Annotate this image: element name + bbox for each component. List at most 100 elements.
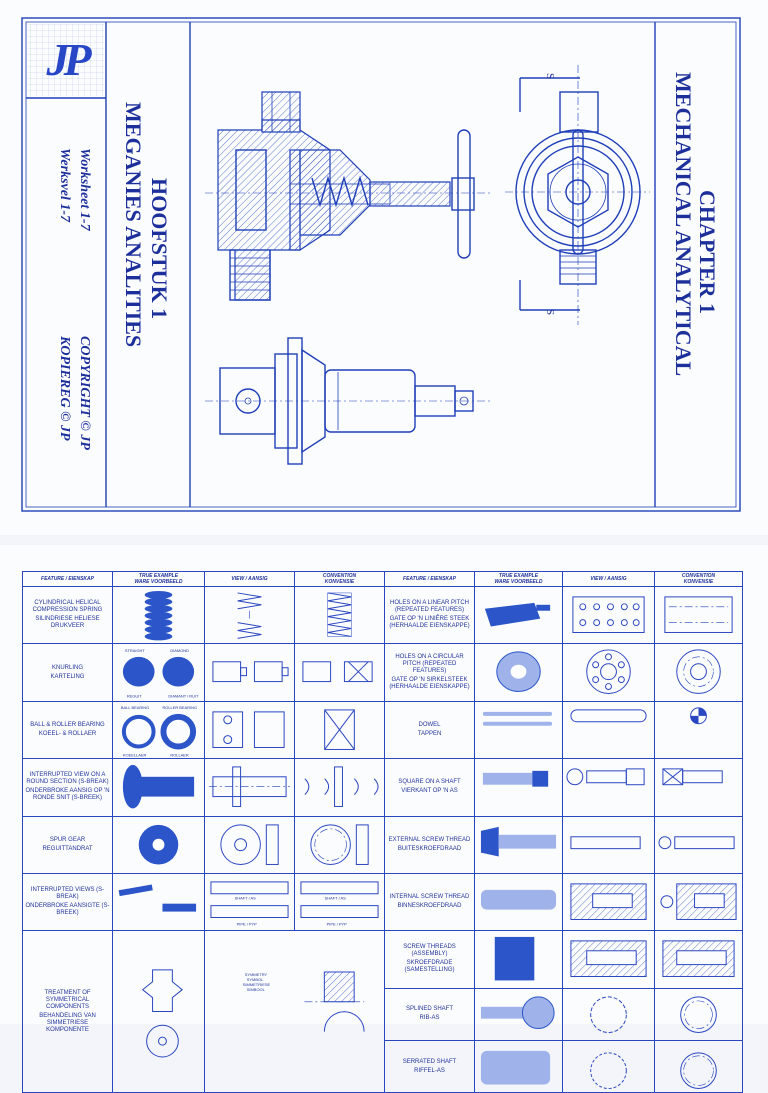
header-view: VIEW / AANSIG [204,571,295,587]
svg-text:ROLLER BEARING: ROLLER BEARING [162,705,197,710]
svg-text:SHAFT / AS: SHAFT / AS [235,896,257,901]
sbreak-view [204,758,295,817]
knurl-view [204,643,295,702]
knurl-example: STRAIGHT DIAMOND REGUIT DIAMANT / RUIT [112,643,205,702]
jp-logo: JP [46,34,91,85]
feature-cell: HOLES ON A LINEAR PITCH (REPEATED FEATUR… [384,585,475,645]
cover-page: JP S S CHAPTER 1 MECHANICAL ANALYTICAL H… [0,0,768,535]
circular-holes-example [474,643,563,702]
svg-text:DIAMANT / RUIT: DIAMANT / RUIT [168,694,199,699]
linear-holes-view [562,585,655,645]
knurl-convention [294,643,385,702]
valve-end-view [505,65,650,325]
svg-text:PIPE / PYP: PIPE / PYP [237,921,258,926]
thread-assembly-convention [654,930,743,989]
feature-cell: INTERRUPTED VIEW ON A ROUND SECTION (S-B… [22,758,113,817]
interrupted-view: SHAFT / AS PIPE / PYP [204,872,295,932]
svg-text:REGUIT: REGUIT [127,694,142,699]
header-feature: FEATURE / EIENSKAP [22,571,113,587]
square-shaft-convention [654,758,743,817]
int-thread-example [474,872,563,932]
title-af: MEGANIES ANALITIES [121,102,146,348]
cover-drawing [21,17,741,512]
svg-text:KOEELLAER: KOEELLAER [123,752,147,757]
ext-thread-view [562,815,655,874]
spring-example [112,585,205,645]
ext-thread-example [474,815,563,874]
bearing-example: BALL BEARING ROLLER BEARING KOEELLAER ROLLA… [112,700,205,760]
dowel-example [474,700,563,760]
serrated-view [562,1040,655,1093]
int-thread-view [562,872,655,932]
serrated-example [474,1040,563,1093]
sbreak-example [112,758,205,817]
worksheet-en: Worksheet 1-7 [77,148,92,231]
header-view-right: VIEW / AANSIG [562,571,655,587]
splined-view [562,987,655,1042]
square-shaft-example [474,758,563,817]
interrupted-example [112,872,205,932]
circular-holes-convention [654,643,743,702]
svg-text:SYMMETRY: SYMMETRY [245,972,268,977]
chapter-title-af: HOOFSTUK 1 [147,178,172,320]
copyright-en: COPYRIGHT © JP [77,336,92,450]
spring-convention [294,585,385,645]
serrated-convention [654,1040,743,1093]
svg-text:STRAIGHT: STRAIGHT [125,648,146,653]
svg-text:SHAFT / AS: SHAFT / AS [325,896,347,901]
feature-cell: HOLES ON A CIRCULAR PITCH (REPEATED FEAT… [384,643,475,702]
symmetry-example [112,930,205,1093]
svg-text:DIAMOND: DIAMOND [170,648,189,653]
bearing-convention [294,700,385,760]
svg-text:BALL BEARING: BALL BEARING [121,705,149,710]
svg-text:PIPE / PYP: PIPE / PYP [327,921,348,926]
svg-text:SIMBOOL: SIMBOOL [247,987,266,992]
feature-cell: SCREW THREADS (ASSEMBLY)SKROEFDRADE (SAM… [384,930,475,989]
spring-view [204,585,295,645]
valve-side-view [205,337,490,465]
ext-thread-convention [654,815,743,874]
square-shaft-view [562,758,655,817]
splined-convention [654,987,743,1042]
table-row: INTERRUPTED VIEWS (S-BREAK)ONDERBROKE AA… [22,872,743,932]
spur-gear-view [204,815,295,874]
valve-section-view [205,91,490,301]
svg-text:ROLLAER: ROLLAER [170,752,189,757]
interrupted-convention: SHAFT / AS PIPE / PYP [294,872,385,932]
table-row: INTERRUPTED VIEW ON A ROUND SECTION (S-B… [22,758,743,817]
thread-assembly-example [474,930,563,989]
section-mark-bottom: S [544,308,557,316]
sbreak-convention [294,758,385,817]
section-mark-top: S [544,72,557,80]
linear-holes-example [474,585,563,645]
svg-text:SIMMETRIESE: SIMMETRIESE [243,982,271,987]
worksheet-af: Werksvel 1-7 [57,148,72,222]
bearing-view [204,700,295,760]
dowel-convention [654,700,743,760]
thread-assembly-view [562,930,655,989]
title-en: MECHANICAL ANALYTICAL [671,72,696,377]
svg-text:SYMBOL: SYMBOL [247,977,264,982]
header-feature-right: FEATURE / EIENSKAP [384,571,475,587]
feature-cell: INTERRUPTED VIEWS (S-BREAK)ONDERBROKE AA… [22,872,113,932]
dowel-view [562,700,655,760]
